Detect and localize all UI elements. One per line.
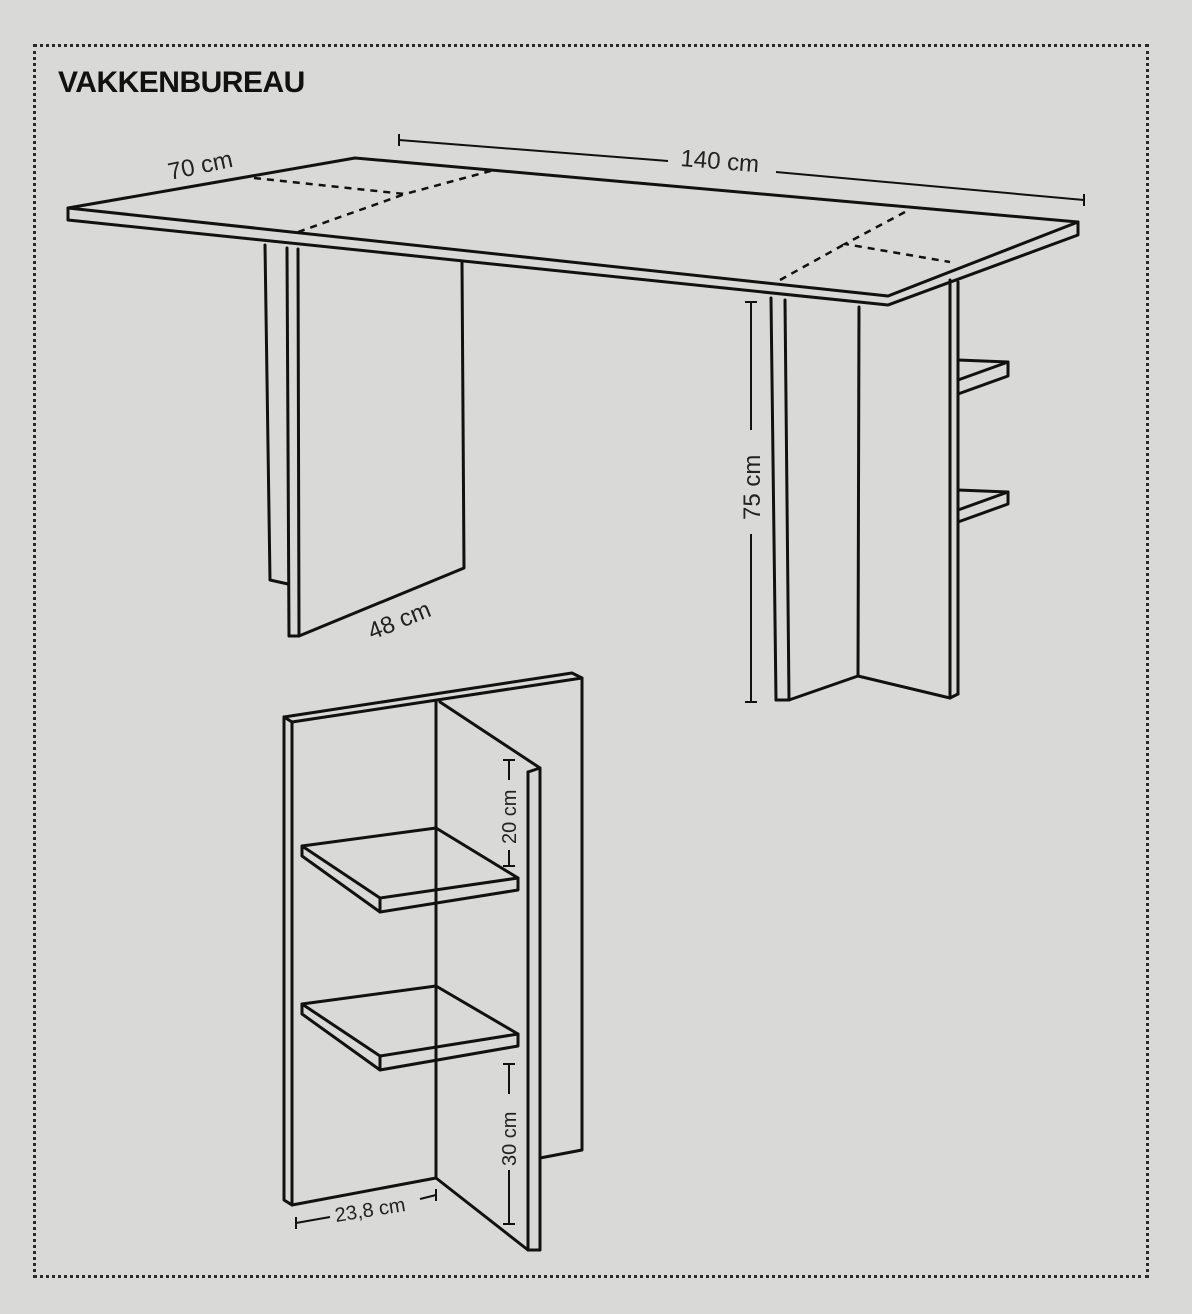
height-label: 75 cm: [739, 455, 766, 520]
tabletop-edge: [66, 206, 1080, 307]
side-shelf-bottom: [956, 488, 1010, 524]
shelf-bottom: [300, 984, 520, 1058]
right-leg-outline: [841, 210, 951, 264]
shelf-gap-top-label: 20 cm: [499, 790, 521, 844]
back-panel: [282, 671, 584, 1160]
shelf-top: [300, 826, 520, 900]
side-shelf-top: [956, 358, 1010, 396]
shelf-depth-label: 23,8 cm: [333, 1194, 407, 1227]
width-label: 140 cm: [680, 145, 761, 178]
tabletop: [66, 156, 1080, 298]
shelf-depth-dim: [295, 1216, 331, 1224]
front-divider-panel: [434, 700, 542, 1252]
left-leg: [263, 243, 290, 586]
left-leg-outline: [253, 168, 495, 196]
width-dim-line: [398, 139, 669, 162]
diagram-title: VAKKENBUREAU: [58, 66, 305, 99]
dotted-frame: [33, 44, 1149, 1278]
left-panel: [282, 715, 294, 1207]
desk-illustration: [66, 134, 1085, 703]
leg-detail-illustration: [282, 671, 584, 1252]
right-leg-with-shelves: [769, 278, 1010, 702]
shelf-gap-bottom-label: 30 cm: [499, 1112, 521, 1166]
